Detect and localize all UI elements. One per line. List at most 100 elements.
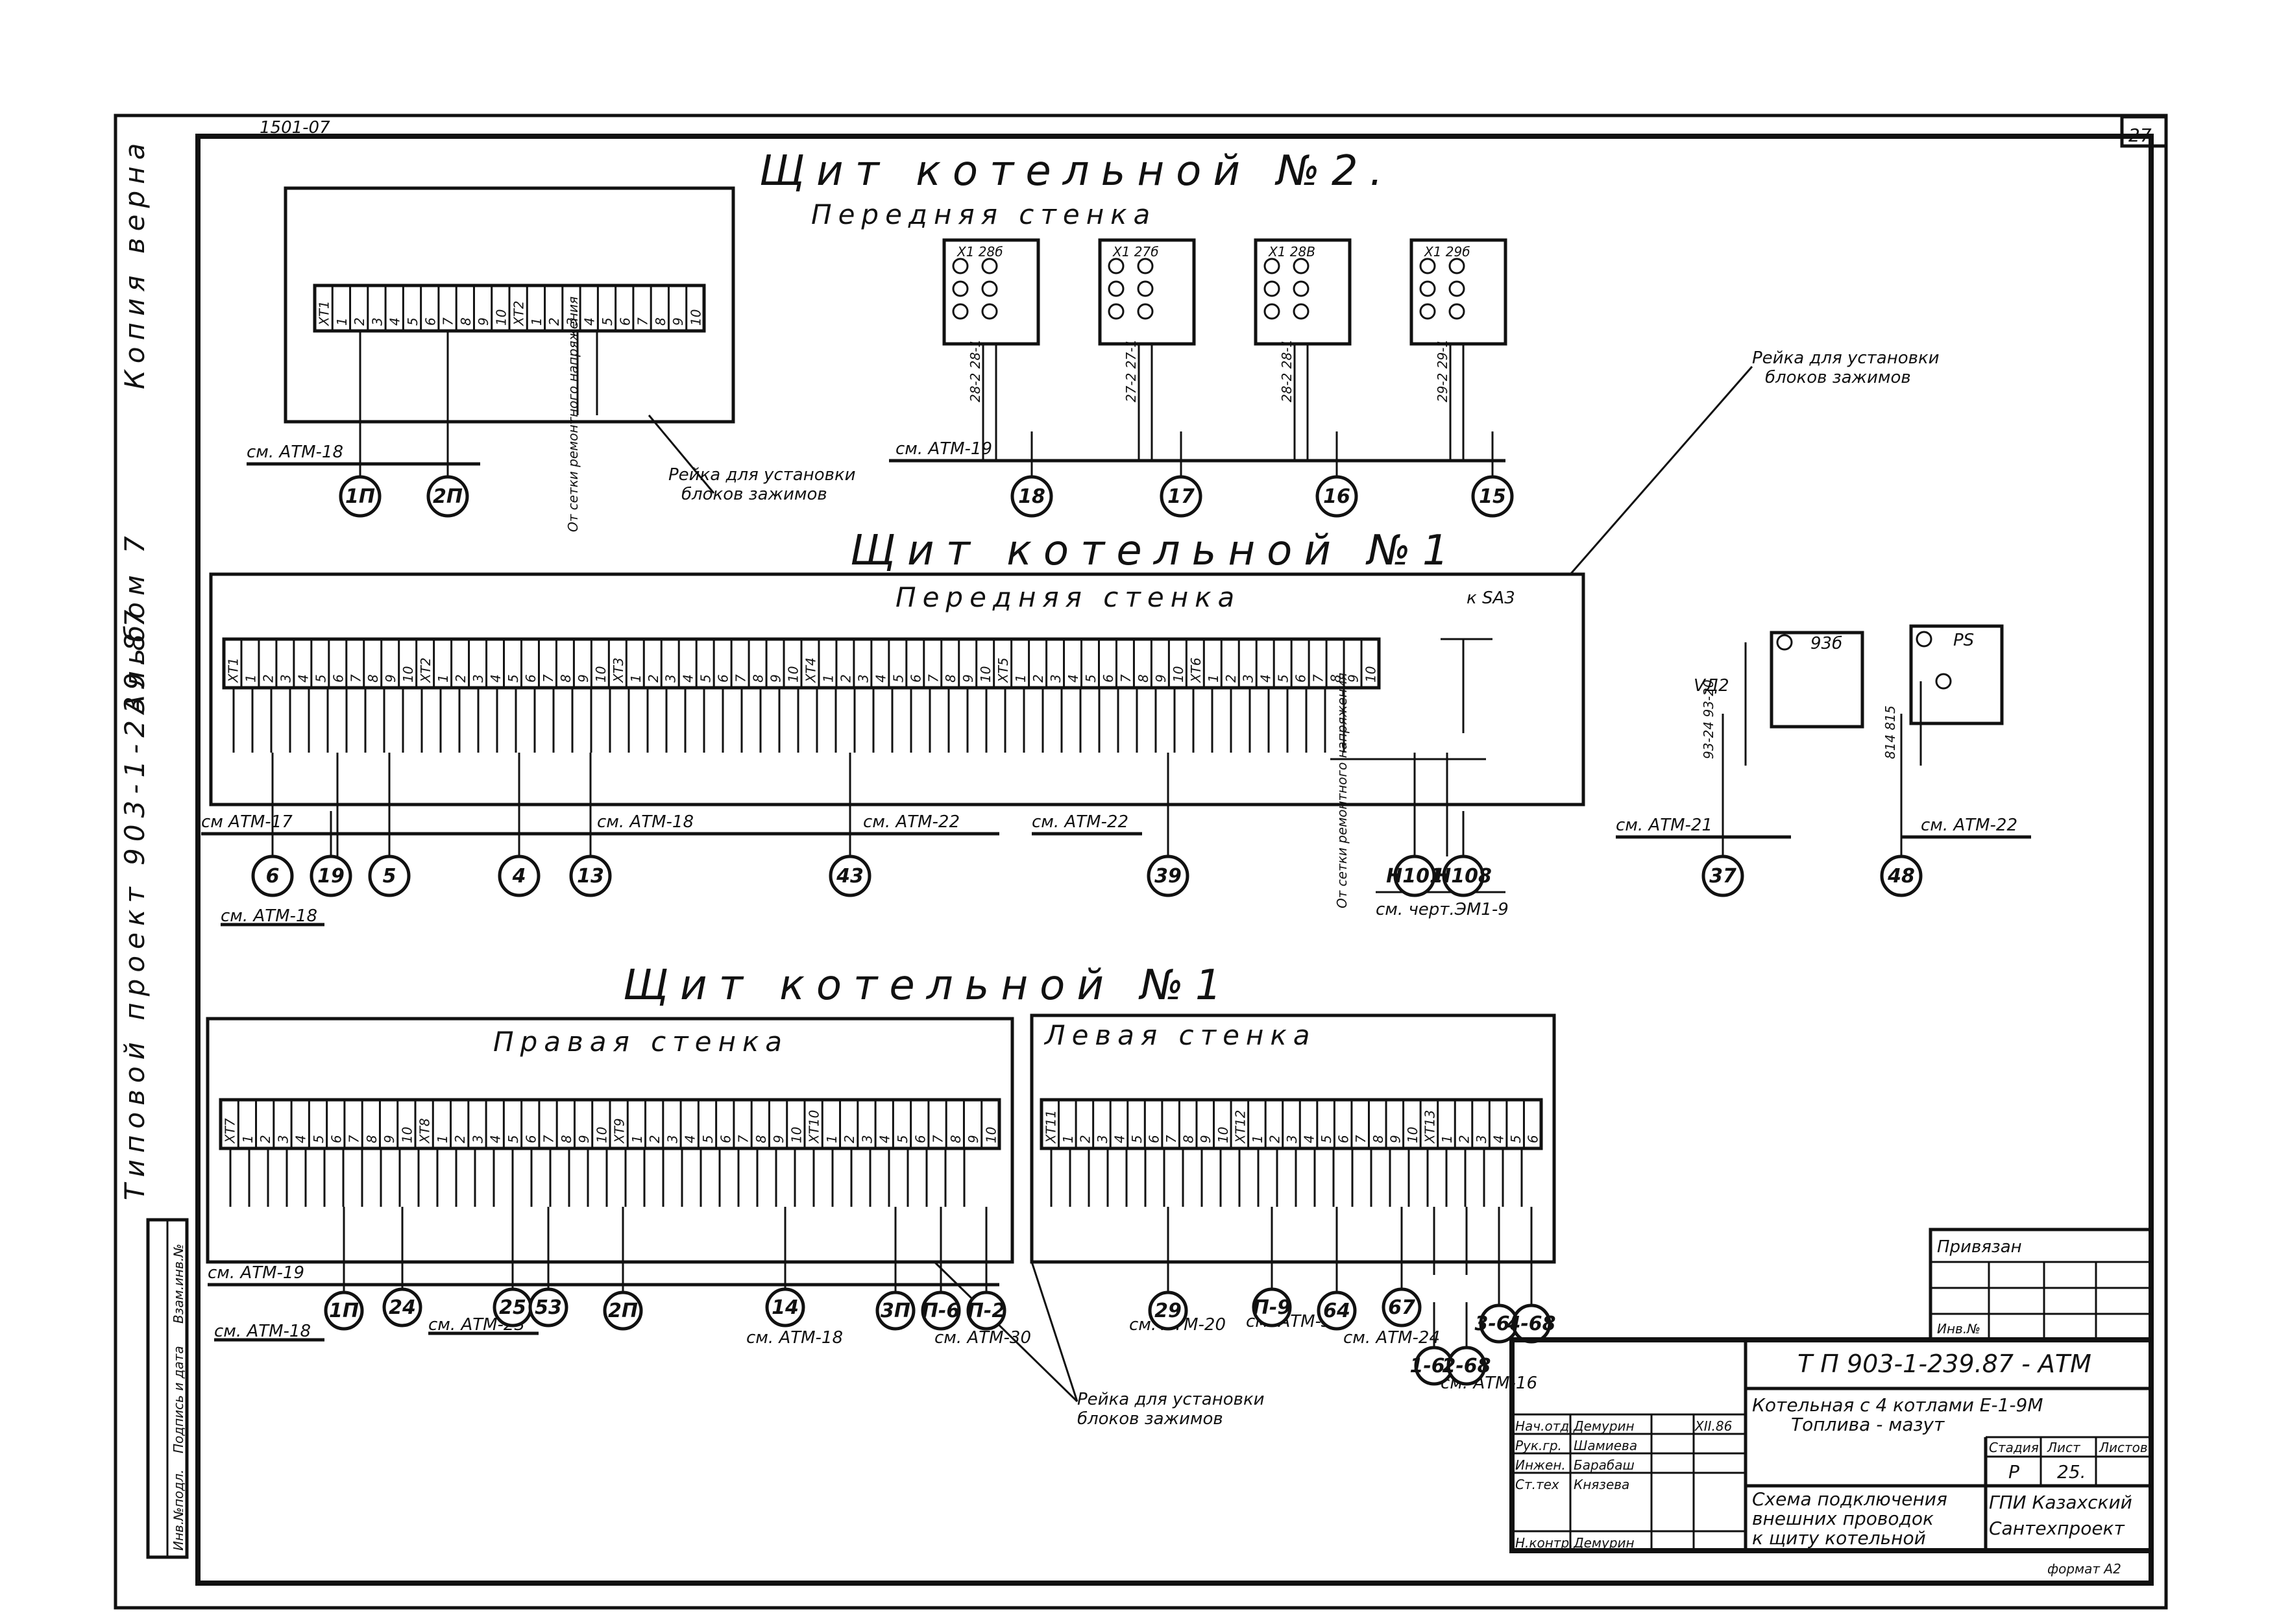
marker-label: 5 [383, 865, 396, 888]
terminal-cell: 10 [786, 666, 801, 683]
tb-list: Лист [2047, 1440, 2081, 1455]
terminal-cell: 1 [240, 1135, 256, 1143]
sensor-r1-wires: 93-24 93-20 [1701, 679, 1716, 759]
marker-label: 16 [1323, 485, 1350, 508]
terminal-cell: 6 [330, 674, 346, 683]
marker-label: 37 [1709, 865, 1736, 888]
terminal-cell: 2 [647, 1135, 663, 1143]
terminal-cell: 7 [1353, 1135, 1369, 1143]
sensor-93b [1770, 631, 1864, 729]
terminal-cell: 2 [1030, 674, 1046, 683]
tb-desc2: Топлива - мазут [1791, 1414, 1945, 1435]
sensor-wires: 27-2 27-1 [1123, 339, 1139, 402]
terminal-cell: 10 [493, 309, 509, 326]
terminal-cell: 5 [1083, 674, 1099, 683]
terminal-cell: 10 [983, 1127, 999, 1143]
terminal-cell: 8 [559, 1135, 574, 1143]
terminal-cell: 6 [617, 317, 633, 326]
stamp-replace: Взам.инв.№ [171, 1244, 186, 1324]
terminal-cell: 1 [435, 674, 451, 683]
marker-label: 2П [433, 485, 463, 508]
terminal-cell: 10 [593, 666, 609, 683]
ref-atm18-a: см. АТМ-18 [247, 442, 343, 462]
terminal-cell: 2 [842, 1135, 857, 1143]
terminal-cell: 9 [1387, 1135, 1403, 1143]
marker-label: 24 [389, 1296, 416, 1319]
marker-label: 29 [1154, 1300, 1182, 1322]
terminal-cell: 5 [600, 317, 615, 326]
terminal-cell: 4 [1302, 1135, 1317, 1143]
terminal-cell: ХТ2 [418, 657, 433, 683]
terminal-cell: 3 [1095, 1135, 1110, 1143]
terminal-cell: 4 [293, 1135, 309, 1143]
tb-r4n: Князева [1574, 1477, 1629, 1492]
marker-label: 4-68 [1506, 1313, 1555, 1335]
tb-r5n: Демурин [1573, 1535, 1635, 1551]
terminal-cell: 1 [628, 674, 644, 683]
terminal-cell: 3 [663, 674, 679, 683]
drawing-frame [195, 134, 2154, 1586]
outer-frame [114, 114, 2168, 1610]
terminal-cell: ХТ1 [317, 300, 332, 326]
terminal-cell: 4 [1491, 1135, 1507, 1143]
terminal-cell: 7 [441, 317, 456, 326]
terminal-cell: ХТ8 [417, 1118, 433, 1144]
terminal-cell: 5 [700, 1135, 716, 1143]
terminal-cell: 3 [275, 1135, 291, 1143]
ref-atm22-b: см. АТМ-22 [1032, 812, 1128, 832]
tb-code: Т П 903-1-239.87 - АТМ [1797, 1350, 2091, 1378]
terminal-cell: 5 [1508, 1135, 1524, 1143]
terminal-cell: 4 [1258, 674, 1274, 683]
terminal-cell: 8 [1181, 1135, 1197, 1143]
terminal-cell: 2 [546, 317, 562, 326]
tb-r2: Рук.гр. [1515, 1438, 1562, 1453]
left-margin-labels: Копия верна Типовой проект 903-1-239.87 … [119, 137, 151, 1200]
terminal-cell: 10 [688, 309, 703, 326]
terminal-cell: 4 [488, 1135, 504, 1143]
tb-org1: ГПИ Казахский [1989, 1492, 2132, 1513]
marker-label: 19 [317, 865, 345, 888]
terminal-cell: 7 [541, 1135, 557, 1143]
tb-r1: Нач.отд. [1515, 1418, 1574, 1434]
sensor-label: X1 27б [1112, 244, 1159, 260]
tb-r3: Инжен. [1515, 1457, 1566, 1473]
marker-label: 2П [608, 1300, 638, 1322]
terminal-cell: 1 [435, 1135, 450, 1143]
terminal-cell: 3 [664, 1135, 680, 1143]
terminal-cell: 1 [334, 317, 350, 326]
marker-label: 15 [1479, 485, 1506, 508]
terminal-cell: 1 [1206, 674, 1221, 683]
terminal-cell: ХТ6 [1188, 657, 1204, 683]
marker-label: 39 [1154, 865, 1182, 888]
terminal-cell: 4 [877, 1135, 893, 1143]
terminal-cell: 6 [1147, 1135, 1162, 1143]
terminal-cell: ХТ12 [1232, 1110, 1248, 1144]
top-code: 1501-07 [260, 118, 330, 138]
marker-label: 3П [881, 1300, 910, 1322]
terminal-cell: 8 [1328, 674, 1344, 683]
vd2-label: VД2 [1694, 676, 1729, 696]
terminal-cell: 6 [523, 1135, 539, 1143]
tb-stadia: Стадия [1989, 1440, 2039, 1455]
marker-label: Н101 [1386, 865, 1443, 888]
terminal-cell: 7 [1163, 1135, 1179, 1143]
tb-r5: Н.контр. [1515, 1535, 1574, 1551]
terminal-cell: 1 [1013, 674, 1029, 683]
terminal-cell: 10 [400, 666, 416, 683]
rail-note-b2: блоков зажимов [1765, 368, 1911, 387]
terminal-cell: 4 [1066, 674, 1081, 683]
terminal-cell: 1 [1060, 1135, 1076, 1143]
marker-label: 2-68 [1442, 1355, 1491, 1377]
tb-listov: Листов [2099, 1440, 2148, 1455]
terminal-cell: 2 [260, 674, 276, 683]
terminal-cell: 6 [328, 1135, 344, 1143]
sheet-number: 27 [2128, 125, 2152, 146]
sheet-number-box [2120, 115, 2168, 148]
terminal-cell: 6 [422, 317, 438, 326]
terminal-cell: 1 [824, 1135, 840, 1143]
terminal-cell: ХТ2 [511, 300, 527, 326]
sensor-93b-label: 93б [1810, 634, 1842, 653]
